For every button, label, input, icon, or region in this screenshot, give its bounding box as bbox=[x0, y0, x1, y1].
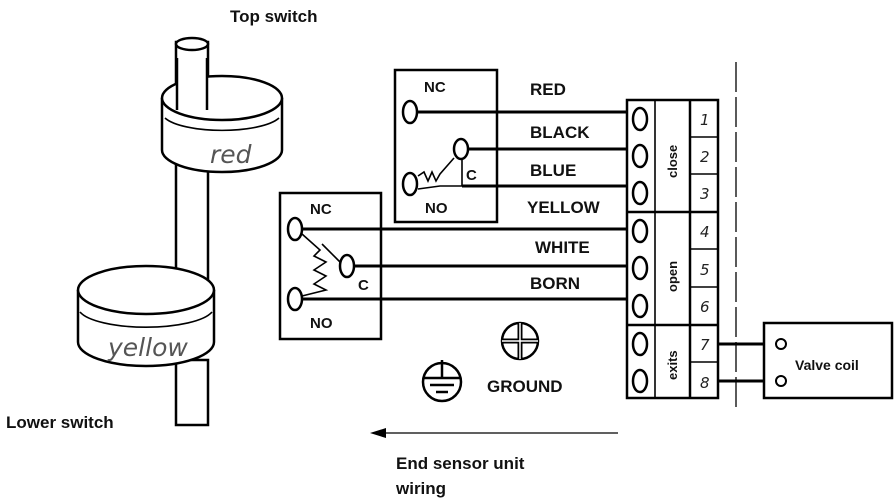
top-switch-frame bbox=[393, 68, 499, 224]
valve-coil: Valve coil bbox=[718, 321, 894, 400]
yellow-ring-label: yellow bbox=[107, 333, 188, 362]
group-exits-label: exits bbox=[665, 350, 680, 380]
wire-born-label: BORN bbox=[530, 274, 580, 293]
terminal-screw-5 bbox=[631, 255, 649, 281]
ground-symbols: GROUND bbox=[421, 321, 563, 403]
coil-pin-1 bbox=[775, 338, 787, 350]
end-sensor-caption-line1: End sensor unit bbox=[396, 454, 525, 473]
terminal-screw-8 bbox=[631, 368, 649, 394]
lower-switch-label: Lower switch bbox=[6, 413, 114, 432]
valve-coil-box bbox=[762, 321, 894, 400]
top-nc-label: NC bbox=[424, 79, 446, 96]
wire-blue-label: BLUE bbox=[530, 161, 576, 180]
group-open-label: open bbox=[665, 261, 680, 292]
terminal-number-5: 5 bbox=[700, 261, 710, 279]
wire-black-label: BLACK bbox=[530, 123, 590, 142]
top-no-contact bbox=[401, 171, 419, 197]
shaft-top-cap bbox=[174, 36, 210, 52]
terminal-number-8: 8 bbox=[700, 374, 710, 392]
terminal-number-3: 3 bbox=[700, 185, 710, 203]
top-switch-box: NC C NO bbox=[393, 68, 499, 224]
arrow-head-icon bbox=[370, 428, 386, 438]
wires: RED BLACK BLUE YELLOW WHITE BORN bbox=[302, 80, 633, 301]
terminal-screw-1 bbox=[631, 106, 649, 132]
terminal-screw-3 bbox=[631, 180, 649, 206]
top-c-label: C bbox=[466, 167, 477, 184]
valve-coil-label: Valve coil bbox=[795, 357, 859, 373]
terminal-number-2: 2 bbox=[700, 148, 710, 166]
ground-label: GROUND bbox=[487, 377, 563, 396]
end-sensor-caption: End sensor unit wiring bbox=[370, 428, 618, 498]
terminal-number-6: 6 bbox=[700, 298, 710, 316]
terminal-number-1: 1 bbox=[700, 111, 710, 129]
terminal-number-4: 4 bbox=[700, 223, 710, 241]
wire-red-label: RED bbox=[530, 80, 566, 99]
top-nc-contact bbox=[401, 99, 419, 125]
top-ring-groove bbox=[164, 117, 280, 132]
lower-no-label: NO bbox=[310, 315, 333, 332]
lower-spring bbox=[301, 233, 329, 297]
terminal-number-7: 7 bbox=[700, 336, 710, 354]
lower-ring-groove bbox=[79, 311, 213, 328]
lower-c-label: C bbox=[358, 277, 369, 294]
wire-white-label: WHITE bbox=[535, 238, 590, 257]
top-c-contact bbox=[452, 137, 470, 161]
end-sensor-caption-line2: wiring bbox=[395, 479, 446, 498]
top-no-label: NO bbox=[425, 200, 448, 217]
terminal-screw-6 bbox=[631, 293, 649, 319]
switch-shaft-illustration: red yellow Top switch Lower switch bbox=[6, 7, 318, 432]
lower-nc-contact bbox=[286, 216, 304, 242]
lower-ring-top bbox=[76, 264, 216, 316]
top-switch-label: Top switch bbox=[230, 7, 318, 26]
shaft-lower bbox=[174, 358, 210, 427]
lower-no-contact bbox=[286, 286, 304, 312]
terminal-screw-4 bbox=[631, 218, 649, 244]
lower-c-contact bbox=[338, 253, 356, 279]
terminal-block: close open exits 1 2 3 4 5 6 7 8 bbox=[625, 98, 720, 400]
lower-nc-label: NC bbox=[310, 201, 332, 218]
red-ring-label: red bbox=[210, 140, 252, 169]
wire-yellow-label: YELLOW bbox=[527, 198, 601, 217]
top-spring bbox=[417, 157, 455, 183]
group-close-label: close bbox=[665, 145, 680, 178]
coil-pin-2 bbox=[775, 375, 787, 387]
terminal-screw-7 bbox=[631, 331, 649, 357]
terminal-screw-2 bbox=[631, 143, 649, 169]
